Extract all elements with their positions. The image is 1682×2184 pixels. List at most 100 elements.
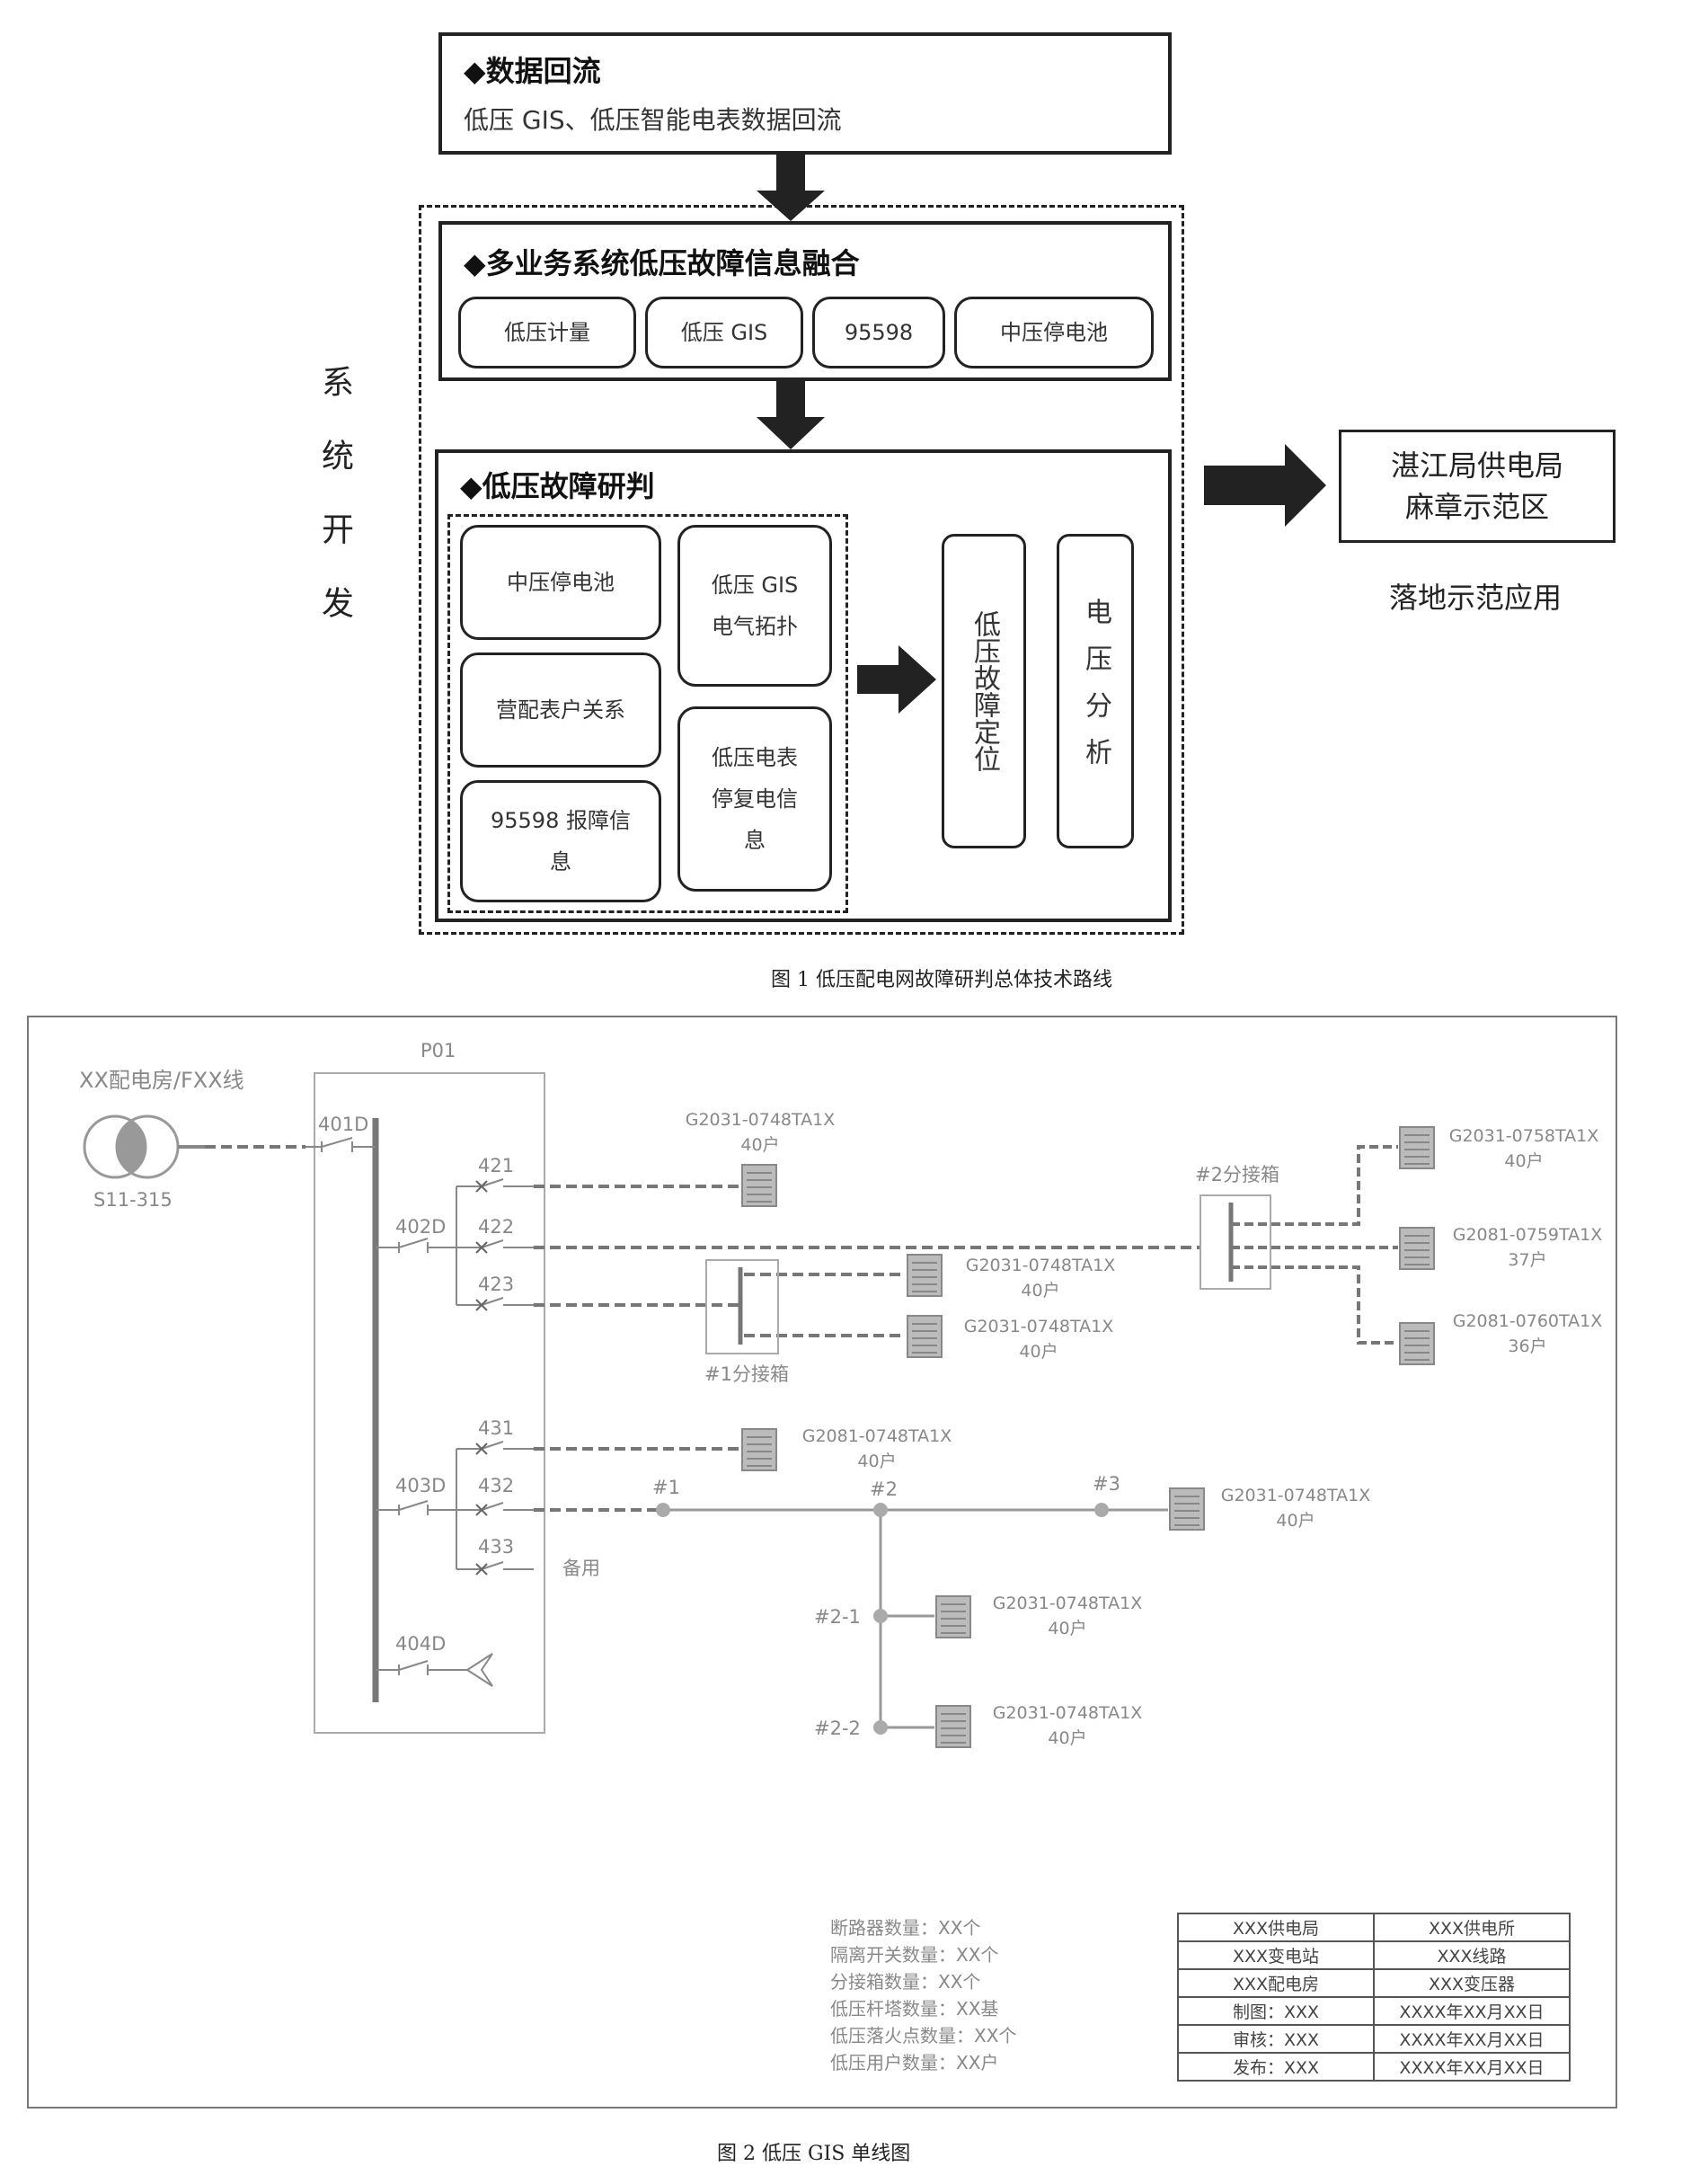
meter-8-count: 40户 [1276,1511,1315,1531]
table-cell: XXXX年XX月XX日 [1373,1996,1571,2026]
table-cell: XXXX年XX月XX日 [1373,2024,1571,2054]
arrow-down-1 [757,155,825,221]
output-voltage-analysis-label: 电压分析 [1080,598,1111,785]
panel-p01 [314,1072,545,1734]
meter-3-id: G2081-0759TA1X [1453,1225,1603,1245]
meter-10-count: 40户 [1048,1728,1086,1748]
meter-2-count: 40户 [1504,1151,1543,1171]
pole-2-1 [873,1609,888,1623]
pole-1-label: #1 [652,1477,680,1498]
meter-icon [1169,1487,1205,1531]
tap-box-1-label: #1分接箱 [704,1363,789,1385]
stat-users: 低压用户数量：XX户 [830,2052,998,2073]
figure1-arrows [757,155,1326,714]
stat-breakers: 断路器数量：XX个 [830,1917,980,1939]
figure2-frame [27,1016,1617,2109]
meter-10-id: G2031-0748TA1X [993,1703,1143,1723]
spare-label: 备用 [562,1558,600,1579]
data-return-subtitle: 低压 GIS、低压智能电表数据回流 [464,105,842,135]
switch-432: 432 [478,1475,514,1496]
target-line1: 湛江局供电局 [1390,448,1563,483]
tap-box-2-label: #2分接箱 [1195,1164,1279,1185]
arrow-down-2 [757,381,825,449]
pole-2 [873,1503,888,1517]
target-box: 湛江局供电局 麻章示范区 [1339,430,1616,543]
meter-icon [1399,1227,1435,1270]
input-mv-outage: 中压停电池 [460,525,661,640]
target-caption: 落地示范应用 [1389,581,1562,615]
switch-423: 423 [478,1274,514,1295]
fusion-item-metering: 低压计量 [458,297,636,368]
breaker-402d: 402D [395,1216,446,1238]
switch-433: 433 [478,1536,514,1558]
meter-4-id: G2081-0760TA1X [1453,1311,1603,1331]
side-label: 系统开发 [311,365,354,679]
input-meter-outage: 低压电表停复电信息 [677,706,832,892]
meter-5-id: G2031-0748TA1X [966,1256,1116,1275]
meter-7-id: G2081-0748TA1X [802,1426,952,1446]
meter-4-count: 36户 [1508,1336,1546,1356]
meter-2-id: G2031-0758TA1X [1449,1126,1599,1146]
meter-8-id: G2031-0748TA1X [1221,1486,1371,1505]
arrow-right-research [857,645,936,714]
meter-1-id: G2031-0748TA1X [686,1110,836,1130]
stat-drop-points: 低压落火点数量：XX个 [830,2025,1016,2046]
meter-icon [935,1595,971,1638]
research-inputs-frame [447,514,848,913]
meter-1-count: 40户 [740,1135,779,1155]
data-return-box: ◆数据回流 低压 GIS、低压智能电表数据回流 [438,32,1172,155]
input-95598-report: 95598 报障信息 [460,780,661,902]
breaker-403d: 403D [395,1475,446,1496]
table-cell: XXX供电局 [1177,1913,1375,1942]
transformer-label: S11-315 [93,1189,173,1211]
fusion-title: ◆多业务系统低压故障信息融合 [464,246,860,280]
table-cell: XXX线路 [1373,1940,1571,1970]
output-fault-location: 低压故障定位 [942,534,1026,848]
meter-icon [741,1428,777,1471]
pole-2-1-label: #2-1 [814,1606,861,1628]
meter-icon [907,1254,943,1297]
tap-box-2 [1200,1194,1271,1290]
pole-2-2 [873,1720,888,1735]
pole-2-label: #2 [870,1478,898,1500]
table-cell: XXXX年XX月XX日 [1373,2052,1571,2082]
meter-3-count: 37户 [1508,1250,1546,1270]
switch-421: 421 [478,1155,514,1176]
switch-431: 431 [478,1417,514,1439]
meter-icon [741,1164,777,1207]
output-fault-location-label: 低压故障定位 [969,610,1000,772]
research-title: ◆低压故障研判 [460,469,655,503]
figure1-caption: 图 1 低压配电网故障研判总体技术路线 [771,969,1112,991]
meter-icon [907,1315,943,1358]
meter-6-id: G2031-0748TA1X [964,1317,1114,1336]
switch-422: 422 [478,1216,514,1238]
input-meter-household: 营配表户关系 [460,653,661,768]
pole-1 [656,1503,670,1517]
fusion-item-gis: 低压 GIS [645,297,803,368]
meter-5-count: 40户 [1021,1281,1059,1301]
data-return-title: ◆数据回流 [464,54,601,88]
stat-tap-boxes: 分接箱数量：XX个 [830,1971,980,1993]
meter-9-id: G2031-0748TA1X [993,1594,1143,1613]
output-voltage-analysis: 电压分析 [1057,534,1134,848]
input-gis-topology: 低压 GIS 电气拓扑 [677,525,832,687]
meter-9-count: 40户 [1048,1619,1086,1638]
arrow-right-target [1204,444,1326,527]
target-line2: 麻章示范区 [1404,490,1549,524]
meter-icon [935,1705,971,1748]
fusion-item-mv-outage: 中压停电池 [954,297,1154,368]
transformer-symbol [83,1114,180,1179]
fusion-item-95598: 95598 [812,297,945,368]
table-cell: XXX供电所 [1373,1913,1571,1942]
breaker-401d: 401D [318,1114,368,1135]
table-cell: XXX变压器 [1373,1968,1571,1998]
panel-label: P01 [420,1040,456,1061]
meter-7-count: 40户 [857,1452,896,1471]
